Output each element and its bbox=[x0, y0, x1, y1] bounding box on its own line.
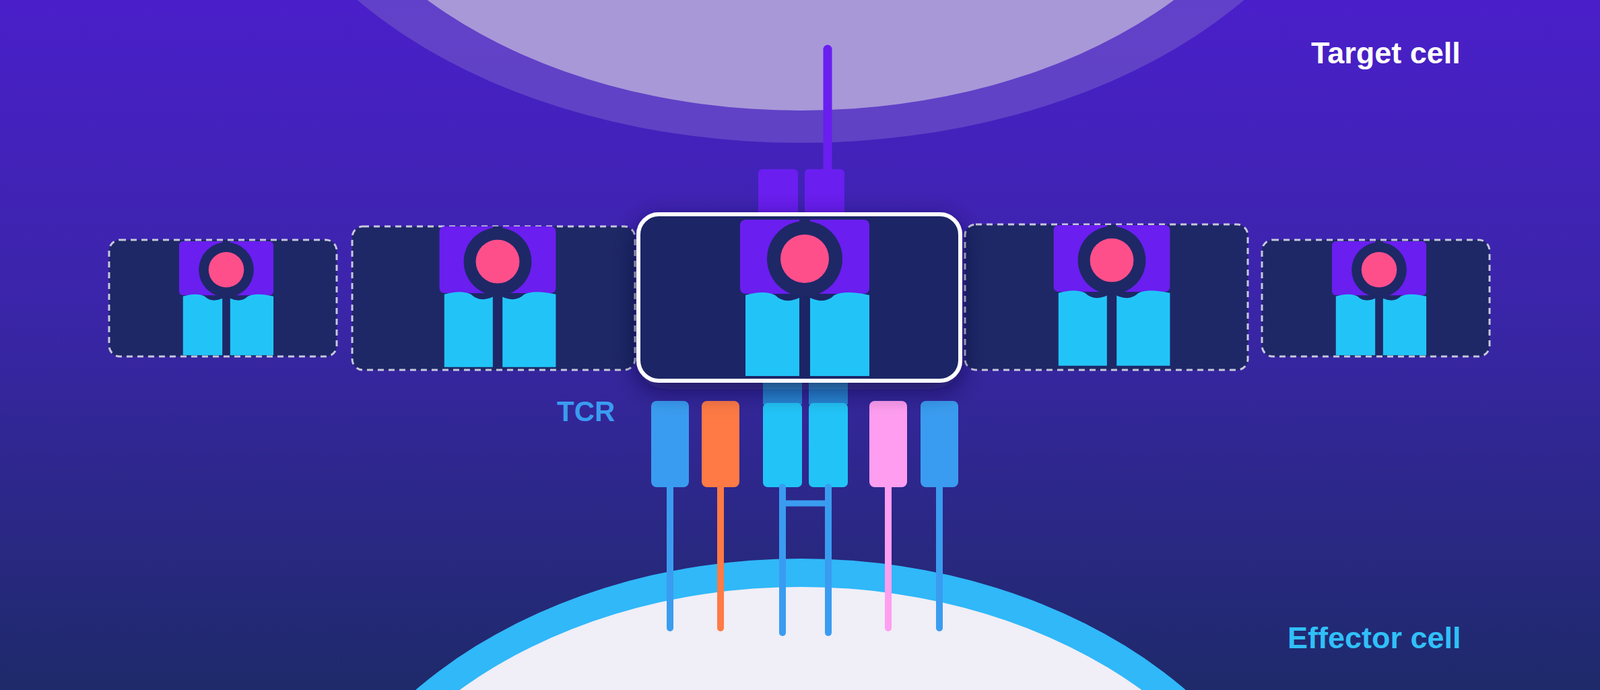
selected-complex bbox=[638, 214, 961, 381]
cell-label: Effector cell bbox=[1287, 620, 1462, 655]
receptors bbox=[651, 377, 959, 633]
effector-cell-membrane bbox=[288, 558, 1313, 690]
mhc-stalk bbox=[823, 49, 833, 176]
effector-cell bbox=[315, 586, 1286, 690]
cell-label: Target cell bbox=[1311, 36, 1461, 71]
receptor-label: TCR bbox=[556, 395, 615, 427]
target-cell-membrane bbox=[241, 0, 1360, 143]
target-cell bbox=[298, 0, 1303, 111]
